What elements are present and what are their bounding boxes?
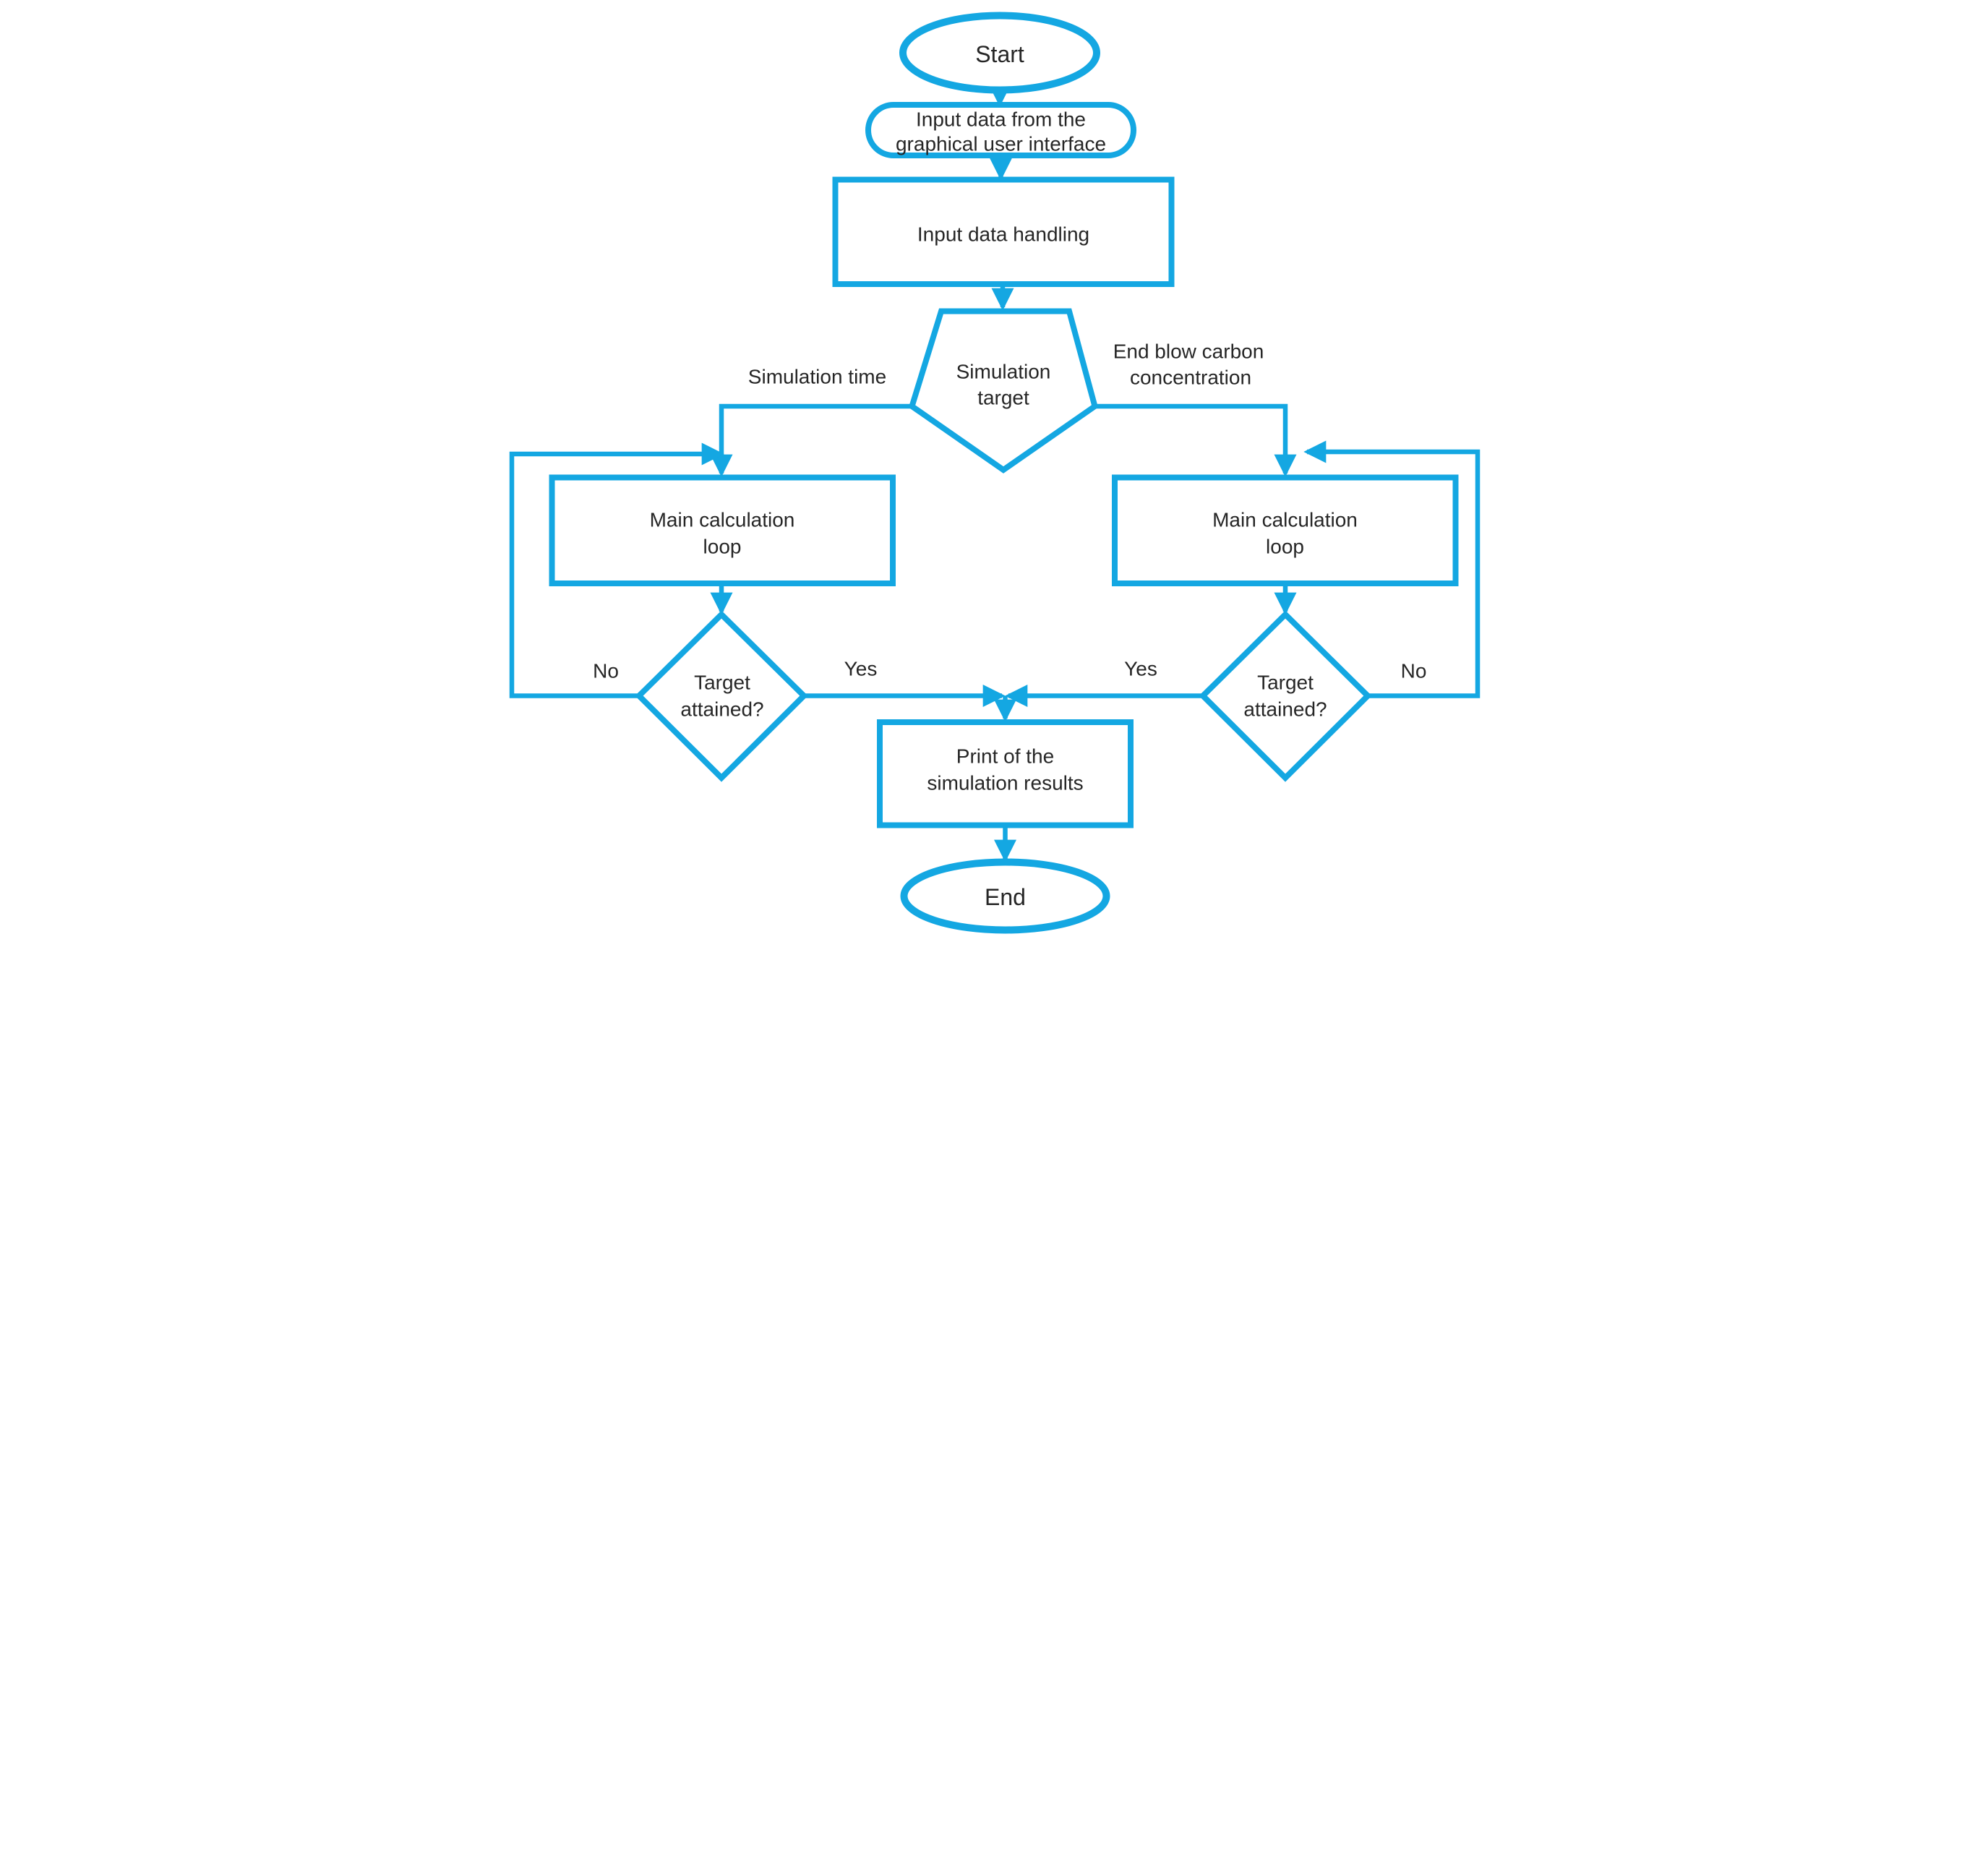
target-attained-right-diamond-shape [1198,610,1372,782]
main-loop-left-label-line2: loop [703,536,741,558]
edge-left-no-loopback-arrow [509,442,724,698]
end-label: End [985,884,1026,910]
simulation-target-pentagon-shape [908,308,1098,474]
main-loop-right-label-line2: loop [1266,536,1304,558]
main-loop-left-label-line1: Main calculation [649,509,794,531]
left-no-edge-label: No [593,660,619,682]
input-handling-label: Input data handling [917,223,1089,246]
edges [509,84,1480,862]
print-results-shape [876,719,1134,828]
target-attained-left-diamond-shape [634,610,808,782]
flowchart-canvas: Start Input data from the graphical user… [509,12,1480,934]
simulation-target-label-line1: Simulation [956,361,1050,383]
target-attained-left-label-line1: Target [694,672,750,694]
nodes [549,12,1458,934]
right-no-edge-label: No [1400,660,1426,682]
main-loop-right-shape [1111,474,1458,586]
flowchart-diagram: Start Input data from the graphical user… [497,0,1491,934]
end-blow-carbon-edge-label-line2: concentration [1129,367,1251,389]
labels: Start Input data from the graphical user… [593,41,1426,910]
edge-simulation-time-branch-arrow [710,403,912,477]
print-results-label-line2: simulation results [927,772,1083,794]
edge-end-blow-branch-arrow [1094,403,1296,477]
target-attained-left-label-line2: attained? [680,698,763,721]
print-results-label-line1: Print of the [956,745,1053,768]
input-gui-shape [865,102,1136,158]
target-attained-right-label-line2: attained? [1243,698,1327,721]
right-yes-edge-label: Yes [1124,658,1157,680]
input-gui-label-line1: Input data from the [915,108,1085,131]
target-attained-right-label-line1: Target [1257,672,1314,694]
main-loop-right-label-line1: Main calculation [1212,509,1358,531]
input-handling-shape [832,176,1174,287]
input-gui-label-line2: graphical user interface [895,133,1105,155]
end-blow-carbon-edge-label-line1: End blow carbon [1113,340,1264,363]
simulation-target-label-line2: target [977,387,1029,409]
left-yes-edge-label: Yes [844,658,877,680]
start-label: Start [975,41,1024,67]
simulation-time-edge-label: Simulation time [747,366,886,388]
end-terminator-shape [900,858,1110,934]
edge-right-no-loopback-arrow [1303,440,1480,698]
main-loop-left-shape [549,474,896,586]
start-terminator-shape [899,12,1100,94]
